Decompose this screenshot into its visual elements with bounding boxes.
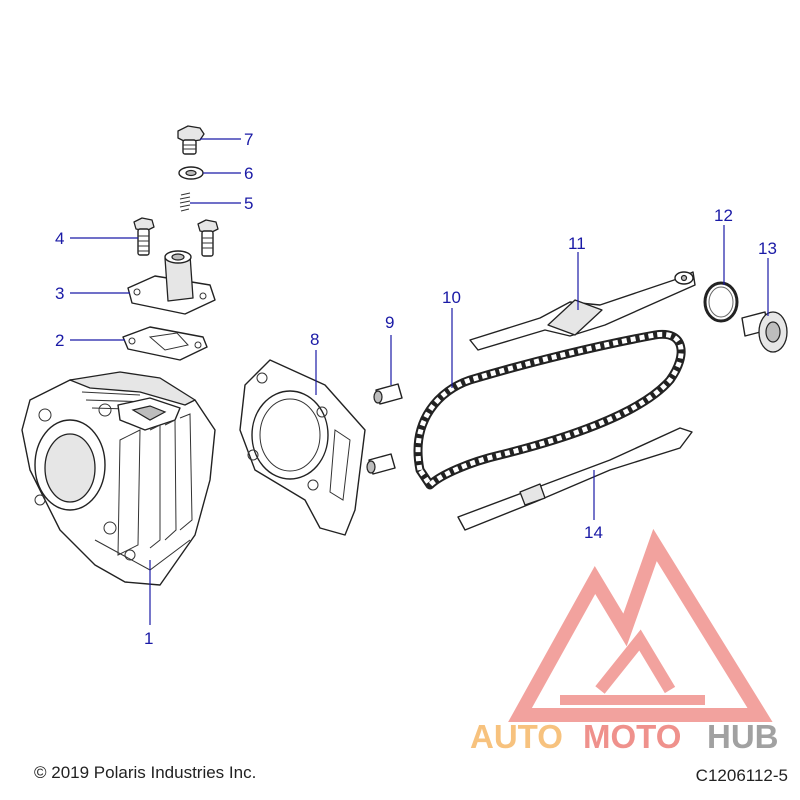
part-8-head-gasket	[239, 359, 366, 536]
callout-10: 10	[442, 288, 461, 307]
callout-5: 5	[244, 194, 253, 213]
part-11-chain-guide	[469, 271, 696, 351]
callout-3: 3	[55, 284, 64, 303]
part-9-dowels	[366, 383, 403, 475]
callout-12: 12	[714, 206, 733, 225]
callout-13: 13	[758, 239, 777, 258]
part-12-o-ring	[703, 281, 739, 323]
callouts: 1 2 3 4 5 6 7 8 9 10 11 12 13 14	[55, 130, 777, 648]
copyright-text: © 2019 Polaris Industries Inc.	[34, 763, 257, 782]
part-14-chain-guide	[457, 427, 693, 531]
callout-1: 1	[144, 629, 153, 648]
callout-7: 7	[244, 130, 253, 149]
callout-9: 9	[385, 313, 394, 332]
drawing-id: C1206112-5	[695, 766, 788, 785]
part-5-spring	[179, 192, 191, 212]
callout-6: 6	[244, 164, 253, 183]
callout-4: 4	[55, 229, 64, 248]
callout-14: 14	[584, 523, 603, 542]
part-1-cylinder	[21, 371, 216, 586]
part-4-bolts	[133, 217, 219, 257]
watermark-logo	[508, 528, 773, 722]
part-3-tensioner-body	[127, 250, 216, 315]
watermark-part1: AUTO	[470, 718, 563, 755]
part-10-timing-chain	[413, 329, 686, 490]
part-7-bolt	[177, 125, 205, 155]
watermark-part2: MOTO	[583, 718, 681, 755]
watermark-text: AUTO MOTO HUB	[470, 718, 779, 755]
watermark-part3: HUB	[707, 718, 779, 755]
callout-8: 8	[310, 330, 319, 349]
part-13-plug	[741, 311, 788, 353]
part-6-washer	[178, 166, 204, 180]
part-2-gasket	[122, 326, 208, 361]
callout-11: 11	[568, 234, 586, 253]
callout-2: 2	[55, 331, 64, 350]
leader-lines	[70, 138, 769, 625]
